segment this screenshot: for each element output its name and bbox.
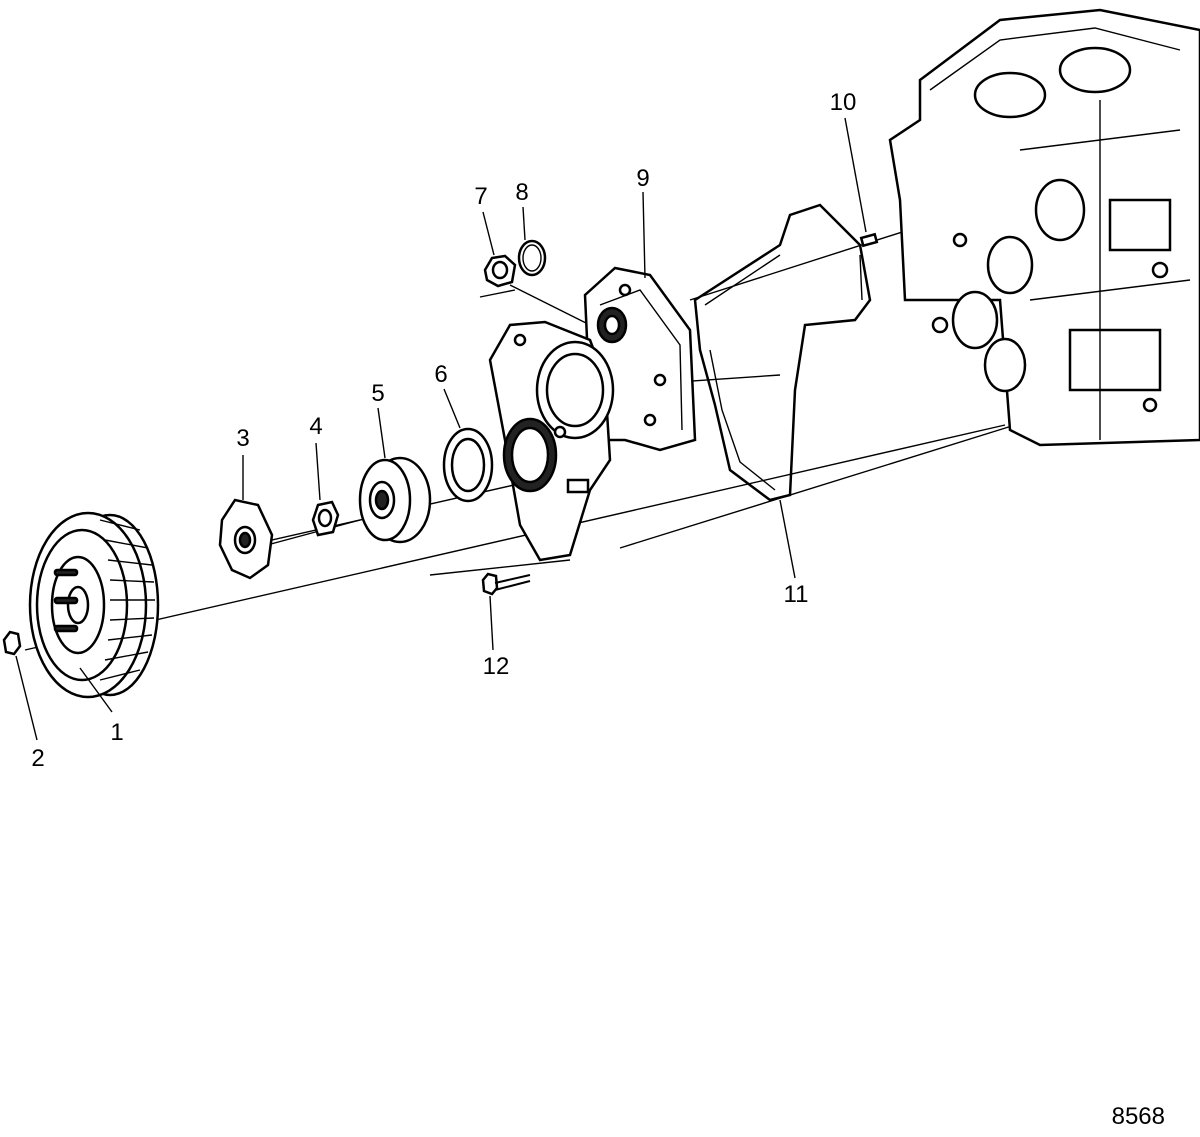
callout-1: 1: [110, 719, 123, 746]
cover-bolt: [481, 572, 531, 596]
callout-11: 11: [784, 581, 809, 608]
leader-lines: [15, 117, 867, 741]
callout-3: 3: [236, 425, 249, 452]
pulley-bolt: [2, 630, 22, 656]
crank-nut: [311, 500, 340, 537]
callout-6: 6: [434, 361, 447, 388]
washer: [218, 498, 274, 580]
hub: [358, 456, 432, 544]
crankshaft-pulley: [28, 511, 160, 699]
seal: [442, 427, 494, 503]
dowel-pin: [859, 232, 879, 248]
gasket: [693, 203, 872, 502]
nut: [483, 254, 517, 288]
engine-block: [888, 8, 1200, 447]
callout-labels: 1 2 3 4 5 6 7 8 9 10 11 12 8568: [31, 89, 1165, 1130]
callout-9: 9: [636, 165, 649, 192]
callout-12: 12: [483, 653, 510, 680]
callout-5: 5: [371, 380, 384, 407]
callout-8: 8: [515, 179, 528, 206]
callout-7: 7: [474, 183, 487, 210]
figure-number: 8568: [1112, 1103, 1165, 1130]
callout-2: 2: [31, 745, 44, 772]
o-ring: [517, 239, 547, 277]
callout-10: 10: [830, 89, 857, 116]
front-cover-housing: [488, 320, 615, 562]
callout-4: 4: [309, 413, 322, 440]
